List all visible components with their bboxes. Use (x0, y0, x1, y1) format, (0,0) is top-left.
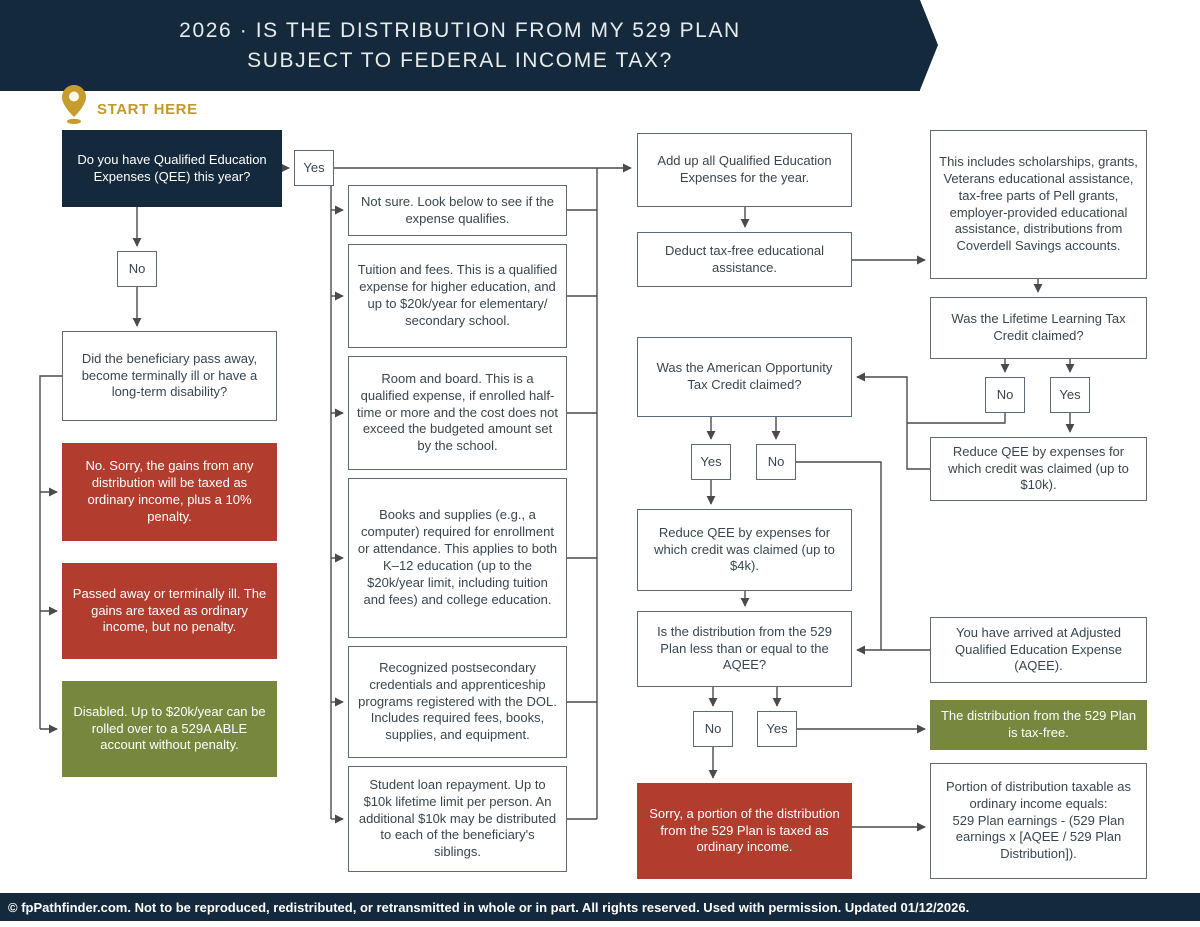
node-dist-yes: Yes (757, 711, 797, 747)
node-aotc-yes: Yes (691, 444, 731, 480)
copyright-text: © fpPathfinder.com. Not to be reproduced… (8, 899, 970, 915)
map-pin-icon (62, 85, 86, 124)
node-qee-no: No (117, 251, 157, 287)
node-assistance-includes: This includes scholarships, grants, Vete… (930, 130, 1147, 279)
node-beneficiary-question: Did the beneficiary pass away, become te… (62, 331, 277, 421)
node-reduce-10k: Reduce QEE by expenses for which credit … (930, 437, 1147, 501)
node-passed-away-result: Passed away or terminally ill. The gains… (62, 563, 277, 659)
node-tax-free-result: The distribution from the 529 Plan is ta… (930, 700, 1147, 750)
node-credentials: Recognized postsecondary credentials and… (348, 646, 567, 758)
header-arrow-point (920, 0, 938, 90)
node-distribution-question: Is the distribution from the 529 Plan le… (637, 611, 852, 687)
node-reduce-4k: Reduce QEE by expenses for which credit … (637, 509, 852, 591)
page-title-line2: SUBJECT TO FEDERAL INCOME TAX? (247, 48, 673, 72)
node-add-up-qee: Add up all Qualified Education Expenses … (637, 133, 852, 207)
node-dist-no: No (693, 711, 733, 747)
footer: © fpPathfinder.com. Not to be reproduced… (0, 893, 1200, 921)
node-books-supplies: Books and supplies (e.g., a computer) re… (348, 478, 567, 638)
node-lltc-question: Was the Lifetime Learning Tax Credit cla… (930, 297, 1147, 359)
node-lltc-no: No (985, 377, 1025, 413)
node-disabled-result: Disabled. Up to $20k/year can be rolled … (62, 681, 277, 777)
formula-intro: Portion of distribution taxable as ordin… (946, 778, 1131, 811)
node-qee-question: Do you have Qualified Education Expenses… (62, 130, 282, 207)
node-aotc-no: No (756, 444, 796, 480)
node-aqee-arrived: You have arrived at Adjusted Qualified E… (930, 617, 1147, 683)
header: 2026 · IS THE DISTRIBUTION FROM MY 529 P… (0, 0, 920, 91)
node-room-board: Room and board. This is a qualified expe… (348, 356, 567, 470)
node-not-sure: Not sure. Look below to see if the expen… (348, 185, 567, 236)
page-title-line1: 2026 · IS THE DISTRIBUTION FROM MY 529 P… (179, 18, 741, 42)
node-aotc-question: Was the American Opportunity Tax Credit … (637, 337, 852, 417)
start-here-label: START HERE (97, 101, 198, 118)
node-no-penalty-result: No. Sorry, the gains from any distributi… (62, 443, 277, 541)
node-qee-yes: Yes (294, 150, 334, 186)
node-lltc-yes: Yes (1050, 377, 1090, 413)
node-taxed-result: Sorry, a portion of the distribution fro… (637, 783, 852, 879)
node-tuition: Tuition and fees. This is a qualified ex… (348, 244, 567, 348)
formula-expression: 529 Plan earnings - (529 Plan earnings x… (952, 812, 1125, 862)
node-taxable-portion-formula: Portion of distribution taxable as ordin… (930, 763, 1147, 879)
node-student-loan: Student loan repayment. Up to $10k lifet… (348, 766, 567, 872)
node-deduct-assistance: Deduct tax-free educational assistance. (637, 232, 852, 287)
page-title: 2026 · IS THE DISTRIBUTION FROM MY 529 P… (179, 16, 741, 76)
